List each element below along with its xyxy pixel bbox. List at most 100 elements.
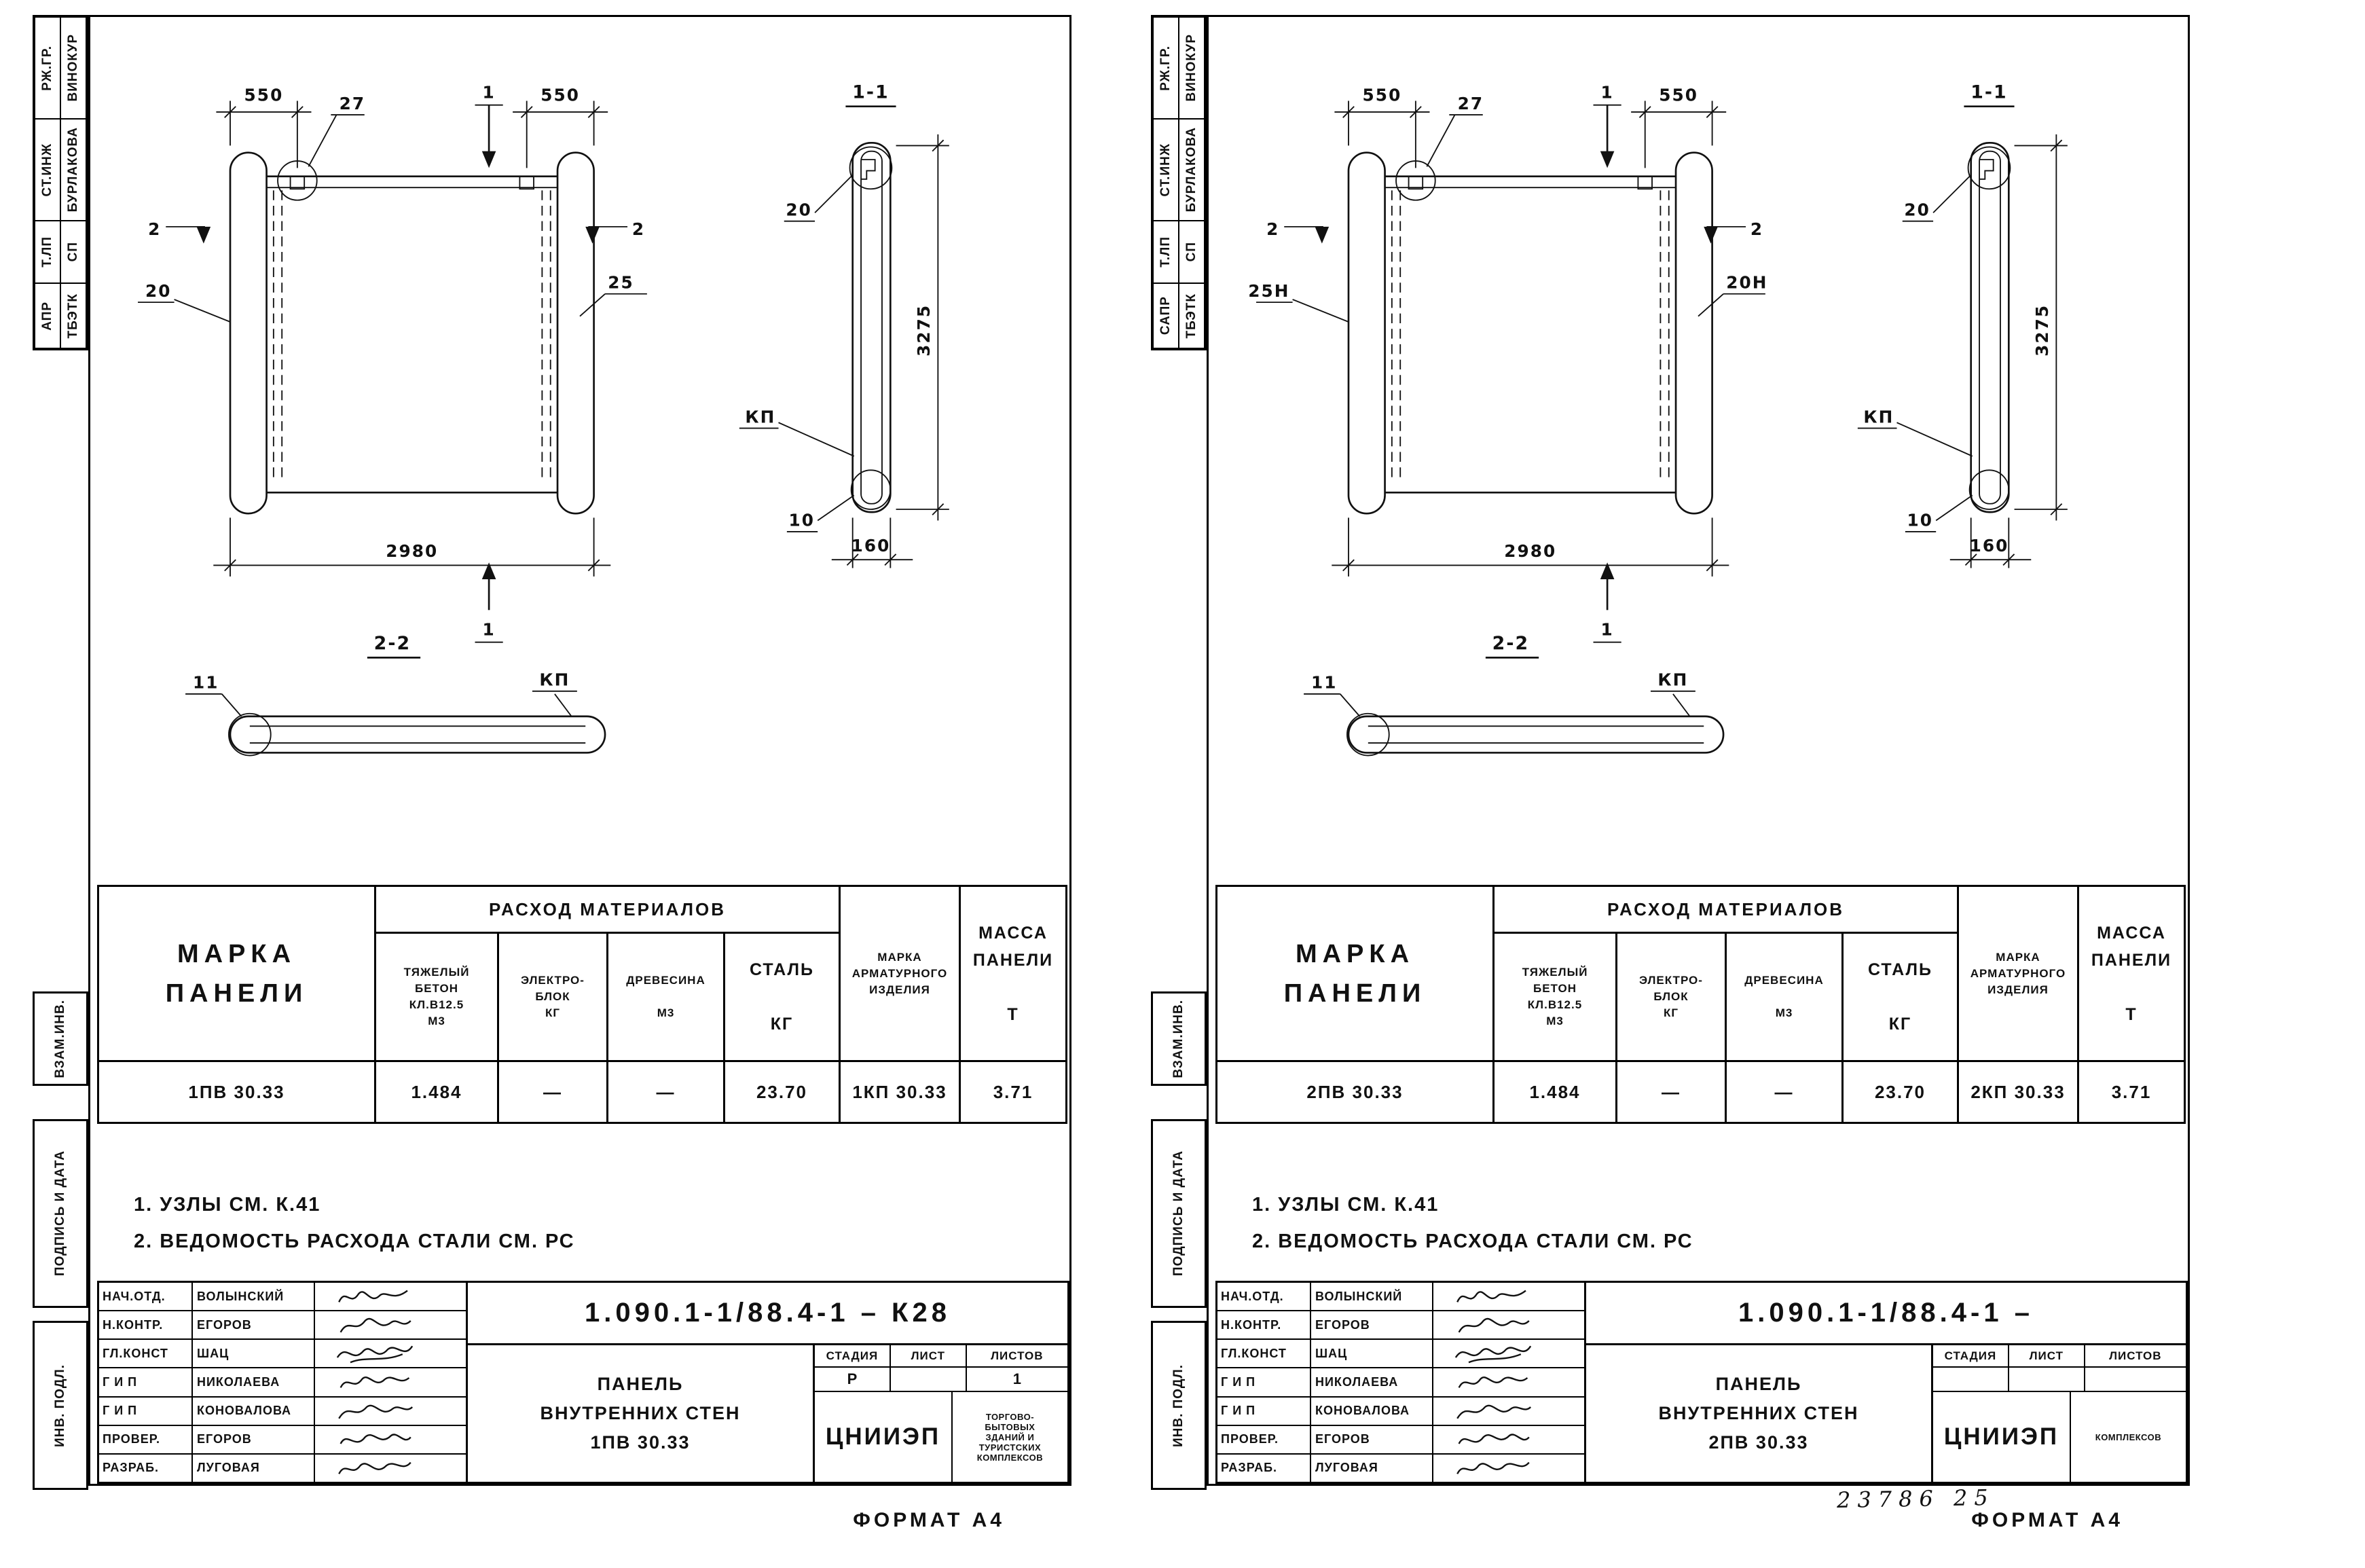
section1-mark-bottom: 1 — [482, 619, 495, 639]
signature-name: ЕГОРОВ — [193, 1425, 315, 1453]
signature-name: ЛУГОВАЯ — [193, 1454, 315, 1482]
dim-2980: 2980 — [386, 541, 438, 561]
dim-550-right: 550 — [540, 85, 580, 105]
materials-table: МАРКА ПАНЕЛИ РАСХОД МАТЕРИАЛОВ МАРКА АРМ… — [97, 885, 1067, 1124]
section-1-1: 1-1 20 КП 10 — [1857, 81, 2068, 568]
col-header-steel: СТАЛЬ КГ — [723, 932, 841, 1062]
col-header-marka: МАРКА ПАНЕЛИ — [1215, 885, 1495, 1062]
signatures-column: НАЧ.ОТД. ВОЛЫНСКИЙ Н.КОНТР. ЕГОРОВ ГЛ.КО… — [99, 1283, 468, 1482]
signature-role: ПРОВЕР. — [99, 1425, 193, 1453]
cell-massa: 3.71 — [2077, 1060, 2186, 1124]
cell-marka: 2ПВ 30.33 — [1215, 1060, 1495, 1124]
label-sec11-top: 20 — [786, 200, 812, 219]
signature-name: ЕГОРОВ — [1311, 1425, 1433, 1453]
cell-wood: — — [606, 1060, 725, 1124]
note-line-2: 2. ВЕДОМОСТЬ РАСХОДА СТАЛИ СМ. РС — [1252, 1230, 1693, 1252]
cell-electro: — — [1615, 1060, 1727, 1124]
side-stamp: РЖ.ГР. ВИНОКУР СТ.ИНЖ БУРЛАКОВА Т.ЛП СП … — [33, 0, 88, 1494]
subject-line-2: ВНУТРЕННИХ СТЕН — [540, 1403, 741, 1423]
sheet-2: РЖ.ГР. ВИНОКУР СТ.ИНЖ БУРЛАКОВА Т.ЛП СП … — [1151, 0, 2210, 1568]
title-block-right: 1.090.1-1/88.4-1 – ПАНЕЛЬ ВНУТРЕННИХ СТЕ… — [1586, 1283, 2186, 1482]
section2-mark-left: 2 — [1266, 219, 1279, 239]
section-2-2-title: 2-2 — [374, 633, 411, 654]
title-block-right: 1.090.1-1/88.4-1 – К28 ПАНЕЛЬ ВНУТРЕННИХ… — [468, 1283, 1067, 1482]
note-line-1: 1. УЗЛЫ СМ. К.41 — [134, 1194, 321, 1216]
stamp-cell: СП — [1179, 221, 1205, 283]
signature-row: Г И П НИКОЛАЕВА — [99, 1368, 466, 1398]
stamp-dept-label: Т.ЛП — [1158, 236, 1173, 268]
col-group-raskhod: РАСХОД МАТЕРИАЛОВ — [374, 885, 841, 934]
subject-line-2: ВНУТРЕННИХ СТЕН — [1658, 1403, 1859, 1423]
stamp-cell: БУРЛАКОВА — [1179, 119, 1205, 221]
section-1-1-title: 1-1 — [852, 81, 890, 103]
stamp-inv-label: ИНВ. ПОДЛ. — [1171, 1364, 1186, 1447]
stamp-cell: ВИНОКУР — [60, 17, 86, 119]
sheets-label: ЛИСТОВ — [991, 1349, 1044, 1362]
signature-mark — [315, 1455, 466, 1482]
col-header-electro: ЭЛЕКТРО- БЛОК КГ — [497, 932, 608, 1062]
section2-mark-left: 2 — [148, 219, 161, 239]
signature-mark — [315, 1368, 466, 1396]
signature-row: РАЗРАБ. ЛУГОВАЯ — [99, 1454, 466, 1482]
panel-elevation: 27 550 550 — [138, 82, 647, 643]
signature-row: Н.КОНТР. ЕГОРОВ — [99, 1311, 466, 1341]
cell-marka: 1ПВ 30.33 — [97, 1060, 376, 1124]
stage-label: СТАДИЯ — [815, 1345, 891, 1366]
label-sec22-kp: КП — [539, 670, 570, 690]
col-header-armature: МАРКА АРМАТУРНОГО ИЗДЕЛИЯ — [839, 885, 961, 1062]
organization-description: КОМПЛЕКСОВ — [2095, 1432, 2162, 1442]
signature-name: ЕГОРОВ — [1311, 1311, 1433, 1339]
stamp-name-label: БУРЛАКОВА — [1184, 127, 1198, 213]
stamp-dept-label: ТБЭТК — [66, 293, 80, 339]
dim-160: 160 — [851, 536, 891, 555]
label-sec11-top: 20 — [1904, 200, 1930, 219]
signature-role: Г И П — [99, 1368, 193, 1396]
stamp-vzam-inv: ВЗАМ.ИНВ. — [33, 991, 88, 1086]
drawing-subject: ПАНЕЛЬ ВНУТРЕННИХ СТЕН 2ПВ 30.33 — [1586, 1345, 1933, 1482]
section1-mark-top: 1 — [1600, 82, 1613, 102]
stamp-inv-podl: ИНВ. ПОДЛ. — [33, 1321, 88, 1490]
section-2-2: 2-2 11 КП — [185, 633, 606, 756]
table-row: 1ПВ 30.33 1.484 — — 23.70 1КП 30.33 3.71 — [97, 1060, 1067, 1124]
note-line-1: 1. УЗЛЫ СМ. К.41 — [1252, 1194, 1440, 1216]
dim-550-right: 550 — [1659, 85, 1698, 105]
dim-550-left: 550 — [244, 85, 284, 105]
stamp-role-label: СТ.ИНЖ — [1158, 143, 1173, 197]
signature-row: Г И П КОНОВАЛОВА — [99, 1397, 466, 1426]
signature-row: ГЛ.КОНСТ ШАЦ — [99, 1340, 466, 1369]
signature-row: Г И П КОНОВАЛОВА — [1217, 1397, 1584, 1426]
stamp-name-label: ВИНОКУР — [1184, 34, 1198, 102]
signature-name: ЛУГОВАЯ — [1311, 1454, 1433, 1482]
signature-name: НИКОЛАЕВА — [193, 1368, 315, 1396]
callout-notch-label: 27 — [1458, 94, 1484, 113]
sheets-value — [2085, 1368, 2186, 1391]
label-sec22-kp: КП — [1657, 670, 1688, 690]
signature-role: ГЛ.КОНСТ — [1217, 1340, 1311, 1368]
section2-mark-right: 2 — [632, 219, 645, 239]
signature-row: НАЧ.ОТД. ВОЛЫНСКИЙ — [99, 1283, 466, 1312]
organization-description: ТОРГОВО- БЫТОВЫХ ЗДАНИЙ И ТУРИСТСКИХ КОМ… — [976, 1411, 1044, 1463]
label-sec11-bottom: 10 — [1907, 511, 1934, 530]
materials-table: МАРКА ПАНЕЛИ РАСХОД МАТЕРИАЛОВ МАРКА АРМ… — [1215, 885, 2186, 1124]
stamp-cell: СТ.ИНЖ — [1153, 119, 1179, 221]
cell-concrete: 1.484 — [374, 1060, 499, 1124]
section1-mark-top: 1 — [482, 82, 495, 102]
panel-drawing-area: 27 550 550 — [90, 20, 1069, 875]
sheet-label: ЛИСТ — [891, 1345, 967, 1366]
stamp-dept-label: СП — [66, 242, 80, 262]
stamp-cell: РЖ.ГР. — [1153, 17, 1179, 119]
document-number: 1.090.1-1/88.4-1 – К28 — [468, 1283, 1067, 1345]
subject-line-1: ПАНЕЛЬ — [597, 1374, 684, 1394]
signature-row: ПРОВЕР. ЕГОРОВ — [99, 1425, 466, 1455]
signature-mark — [1433, 1426, 1584, 1453]
stamp-vzam-label: ВЗАМ.ИНВ. — [1171, 999, 1186, 1078]
side-stamp: РЖ.ГР. ВИНОКУР СТ.ИНЖ БУРЛАКОВА Т.ЛП СП … — [1151, 0, 1207, 1494]
signature-name: ШАЦ — [193, 1340, 315, 1368]
subject-line-3: 2ПВ 30.33 — [1708, 1432, 1809, 1453]
col-group-raskhod: РАСХОД МАТЕРИАЛОВ — [1492, 885, 1959, 934]
stamp-podpis-label: ПОДПИСЬ И ДАТА — [1171, 1150, 1186, 1277]
stamp-cell: Т.ЛП — [35, 221, 60, 283]
signature-name: ШАЦ — [1311, 1340, 1433, 1368]
drawing-subject: ПАНЕЛЬ ВНУТРЕННИХ СТЕН 1ПВ 30.33 — [468, 1345, 815, 1482]
cell-steel: 23.70 — [723, 1060, 841, 1124]
